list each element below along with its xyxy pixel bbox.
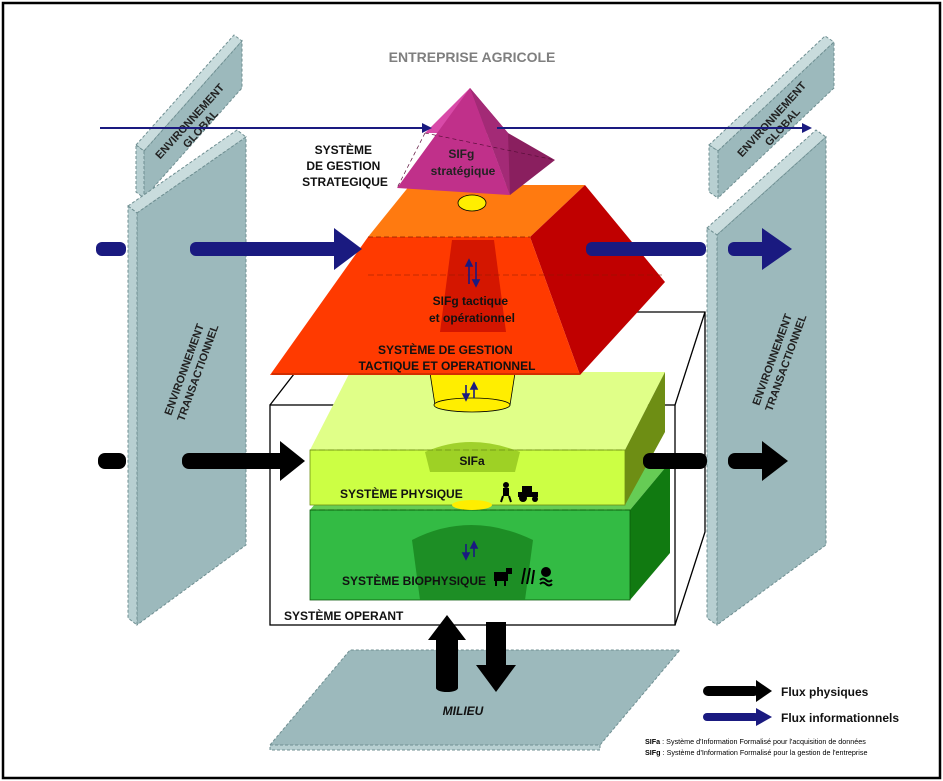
strategic-pyramid: [396, 88, 556, 195]
tactical-system-label-2: TACTIQUE ET OPERATIONNEL: [359, 359, 536, 373]
footnote-sifa-text: : Système d'Information Formalisé pour l…: [660, 737, 866, 746]
milieu-label: MILIEU: [443, 704, 484, 718]
sifg-tactical-label-2: et opérationnel: [429, 311, 515, 325]
legend: Flux physiques Flux informationnels: [703, 680, 899, 726]
milieu-physical-exchange-arrows: [428, 615, 516, 692]
transactional-physical-flow-arrows: [98, 441, 788, 481]
right-global-environment-panel: ENVIRONNEMENT GLOBAL: [708, 35, 835, 200]
left-transactional-environment-panel: ENVIRONNEMENT TRANSACTIONNEL: [127, 129, 247, 627]
biophysical-system-label: SYSTÈME BIOPHYSIQUE: [342, 573, 486, 588]
footnote-sifa-abbr: SIFa: [645, 737, 661, 746]
legend-info-flow-label: Flux informationnels: [781, 711, 899, 725]
sifg-strategic-label-2: stratégique: [431, 164, 496, 178]
operating-system-label: SYSTÈME OPERANT: [284, 608, 404, 623]
physical-system-label: SYSTÈME PHYSIQUE: [340, 486, 463, 501]
internal-info-arrows: [461, 258, 481, 561]
diagram-title: ENTREPRISE AGRICOLE: [389, 49, 556, 65]
legend-info-flow-icon: [703, 708, 772, 726]
footnote-sifg-text: : Système d'Information Formalisé pour l…: [661, 748, 868, 757]
water-icon: [539, 567, 553, 587]
milieu-plate: [268, 649, 682, 751]
svg-text:SYSTÈME DE GESTION STR: SYSTÈME DE GESTION STRATEGIQUE: [302, 142, 388, 189]
tactical-system-label-1: SYSTÈME DE GESTION: [378, 342, 513, 357]
sifg-tactical-label-1: SIFg tactique: [433, 294, 509, 308]
tactical-operational-pyramid: [270, 185, 665, 375]
connector-strategic-tactical: [457, 194, 487, 212]
svg-text:SYSTÈME DE GESTION TACTIQU: SYSTÈME DE GESTION TACTIQUE ET OPERATION…: [359, 342, 536, 373]
wheat-icon: [521, 567, 535, 585]
tractor-icon: [518, 486, 538, 502]
transactional-info-flow-arrows: [96, 228, 792, 270]
cow-icon: [494, 568, 512, 586]
footnote-sifg: SIFg : Système d'Information Formalisé p…: [645, 748, 867, 757]
footnote-sifa: SIFa : Système d'Information Formalisé p…: [645, 737, 866, 746]
farmer-icon: [500, 482, 512, 503]
strategic-system-label-2: DE GESTION: [306, 159, 380, 173]
footnote-sifg-abbr: SIFg: [645, 748, 661, 757]
svg-text:SIFg stratégique: SIFg stratégique: [431, 147, 496, 178]
sifg-strategic-label-1: SIFg: [448, 147, 474, 161]
sifa-label: SIFa: [459, 454, 485, 468]
strategic-system-label-1: SYSTÈME: [315, 142, 372, 157]
right-transactional-environment-panel: ENVIRONNEMENT TRANSACTIONNEL: [706, 129, 827, 626]
legend-physical-flow-icon: [703, 680, 772, 702]
connector-tactical-physical: [429, 372, 516, 413]
legend-physical-flow-label: Flux physiques: [781, 685, 869, 699]
svg-text:SIFg tactique et opération: SIFg tactique et opérationnel: [429, 294, 515, 325]
physical-system-box: [309, 372, 665, 510]
strategic-system-label-3: STRATEGIQUE: [302, 175, 388, 189]
